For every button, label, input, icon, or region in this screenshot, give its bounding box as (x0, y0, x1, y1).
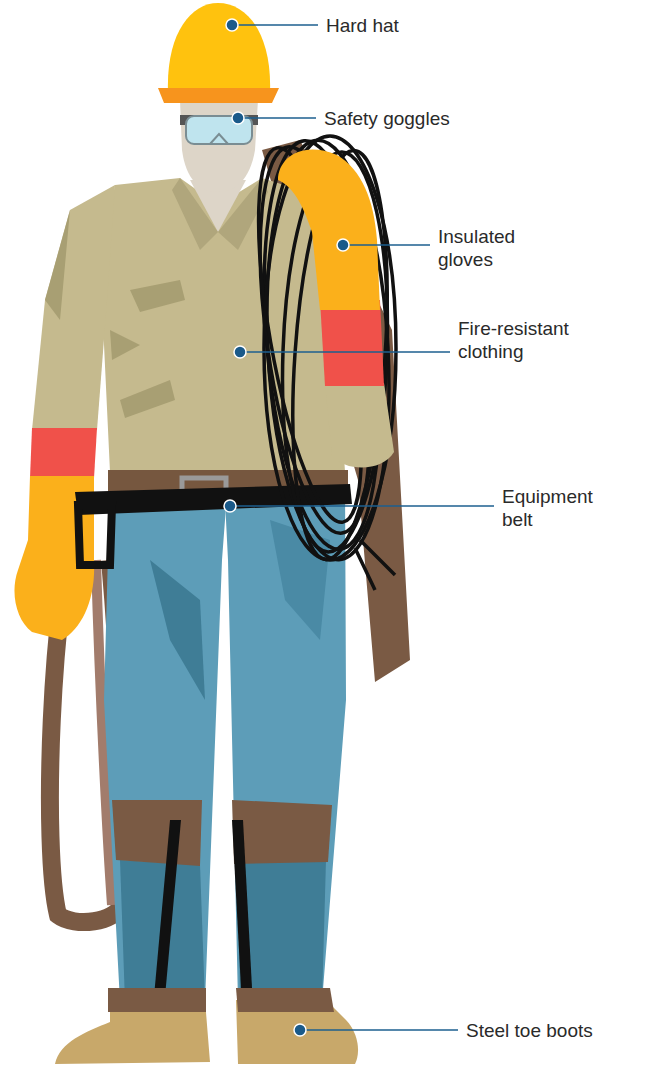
shirt-shade (110, 330, 140, 360)
leader-dot (234, 346, 246, 358)
sleeve (325, 383, 394, 468)
leader-dot (226, 19, 238, 31)
leader-lines (230, 25, 494, 1030)
part-label: Steel toe boots (466, 1019, 646, 1042)
shirt-shade (120, 380, 175, 418)
shirt (100, 178, 345, 472)
ankle-strap (108, 988, 206, 1012)
glove-cuff (320, 300, 384, 386)
pocket-flap (130, 280, 185, 312)
insulated-glove (278, 149, 380, 310)
d-ring (78, 505, 112, 565)
hard-hat (168, 3, 270, 92)
cable-coil (238, 136, 400, 590)
hat-brim (158, 88, 279, 103)
goggle-bridge (210, 134, 228, 144)
glove-cuff (30, 428, 97, 478)
part-label: Insulated gloves (438, 225, 548, 271)
leader-line (240, 351, 450, 353)
leader-dots (224, 19, 349, 1036)
sleeve-shade (45, 210, 70, 320)
leader-dot (224, 500, 236, 512)
ankle-strap (236, 988, 334, 1012)
knee-pad (112, 800, 202, 866)
part-label: Equipment belt (502, 485, 620, 531)
pants-shade (150, 560, 205, 700)
cable-end (355, 540, 395, 590)
leader-line (238, 117, 316, 119)
leader-line (232, 24, 318, 26)
face (180, 100, 258, 192)
knee-pad (232, 800, 332, 864)
leader-dot (294, 1024, 306, 1036)
leader-line (230, 505, 494, 507)
leader-dot (232, 112, 244, 124)
leader-dot (337, 239, 349, 251)
part-label: Fire-resistant clothing (458, 317, 608, 363)
leader-line (343, 244, 430, 246)
cable-loop (264, 136, 396, 560)
sleeve (32, 185, 115, 430)
leader-line (300, 1029, 458, 1031)
part-label: Hard hat (326, 14, 526, 37)
part-label: Safety goggles (324, 107, 544, 130)
